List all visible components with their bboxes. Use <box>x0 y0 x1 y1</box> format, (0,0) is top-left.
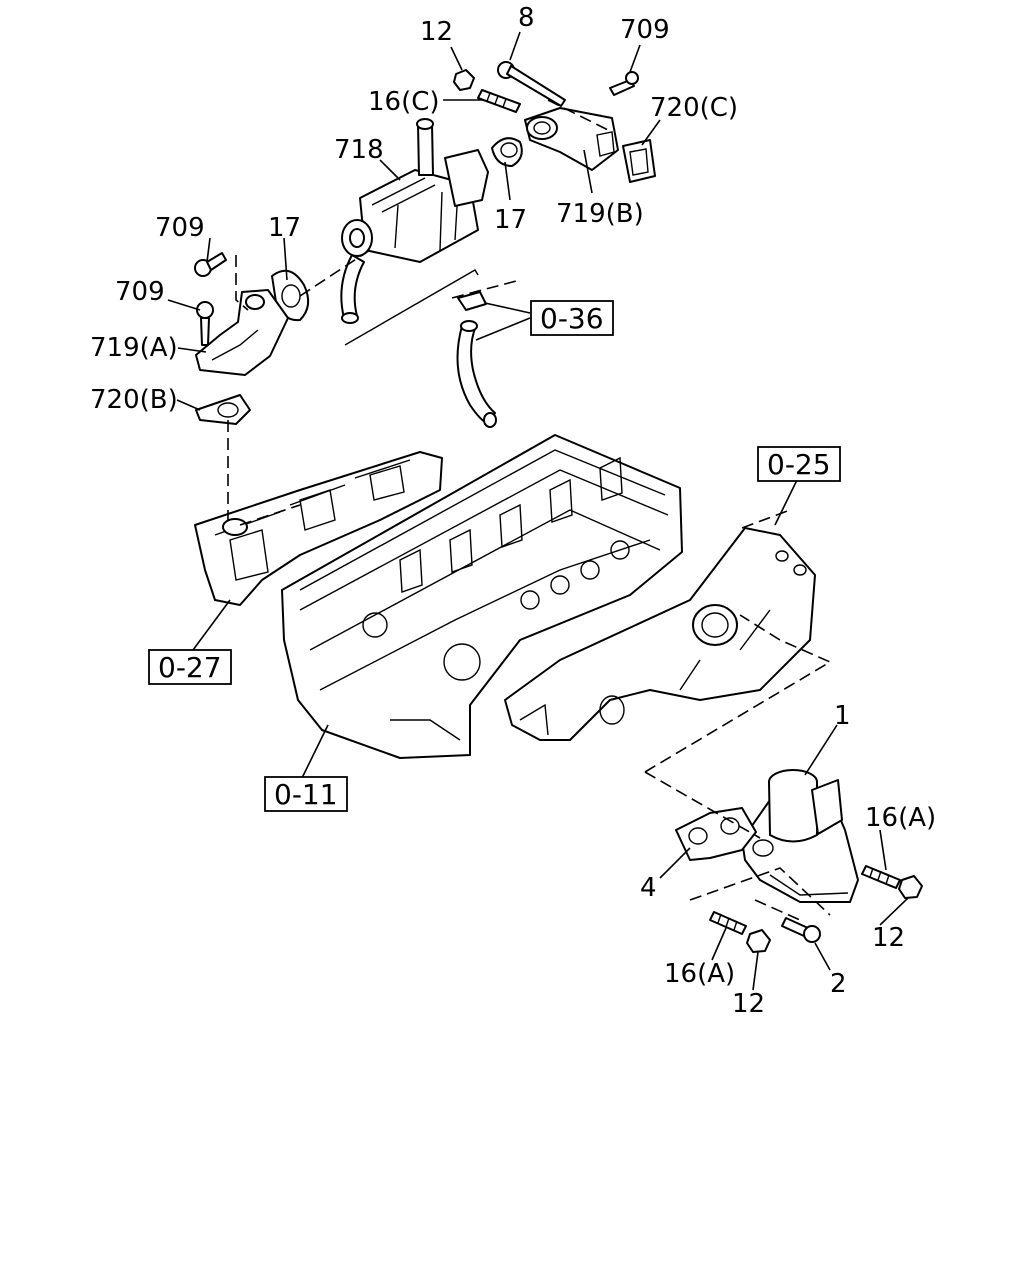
label-4: 4 <box>640 873 657 903</box>
bolt-8 <box>497 61 566 107</box>
label-1: 1 <box>834 701 851 731</box>
label-709-left2: 709 <box>115 277 165 307</box>
label-12-right: 12 <box>872 923 905 953</box>
ref-box-0-27: 0-27 <box>148 649 232 685</box>
stud-16c <box>477 89 521 113</box>
label-718: 718 <box>334 135 384 165</box>
pipe-719a <box>195 289 289 376</box>
ref-0-27-label: 0-27 <box>158 651 222 684</box>
label-12-top: 12 <box>420 17 453 47</box>
gasket-720c <box>622 139 656 183</box>
ref-box-0-11: 0-11 <box>264 776 348 812</box>
egr-cooler-718 <box>340 118 489 324</box>
intake-manifold <box>504 527 816 741</box>
alignment-lines <box>227 99 832 921</box>
label-12-bottom: 12 <box>732 989 765 1019</box>
ref-box-0-36: 0-36 <box>530 300 614 336</box>
ref-0-11-label: 0-11 <box>274 778 338 811</box>
label-720b: 720(B) <box>90 385 178 415</box>
ref-box-0-25: 0-25 <box>757 446 841 482</box>
label-2: 2 <box>830 969 847 999</box>
nut-12-right <box>898 875 923 899</box>
pipe-719b <box>524 107 619 171</box>
cylinder-head <box>281 434 683 759</box>
label-8: 8 <box>518 3 535 33</box>
leader-lines <box>167 31 909 991</box>
ref-0-25-label: 0-25 <box>767 448 831 481</box>
label-709-left1: 709 <box>155 213 205 243</box>
coolant-hose <box>456 291 497 428</box>
bolt-709-top <box>609 71 639 96</box>
label-16c: 16(C) <box>368 87 440 117</box>
label-719a: 719(A) <box>90 333 178 363</box>
gasket-17-upper <box>491 137 523 167</box>
nut-12-top <box>453 69 475 91</box>
bolt-709-left2 <box>196 301 214 346</box>
label-719b: 719(B) <box>556 199 644 229</box>
stud-16a-right <box>861 865 901 889</box>
label-16a-right: 16(A) <box>865 803 936 833</box>
nut-12-bottom <box>746 929 771 953</box>
label-17-mid: 17 <box>494 205 527 235</box>
label-720c: 720(C) <box>650 93 738 123</box>
ref-0-36-label: 0-36 <box>540 302 604 335</box>
bolt-2 <box>781 917 821 943</box>
egr-valve-1 <box>741 769 859 903</box>
label-16a-bottom: 16(A) <box>664 959 735 989</box>
gasket-720b <box>195 394 251 425</box>
stud-16a-bottom <box>709 911 747 935</box>
bolt-709-left1 <box>194 252 227 277</box>
label-17-left: 17 <box>268 213 301 243</box>
exhaust-manifold <box>194 451 443 606</box>
label-709-top: 709 <box>620 15 670 45</box>
